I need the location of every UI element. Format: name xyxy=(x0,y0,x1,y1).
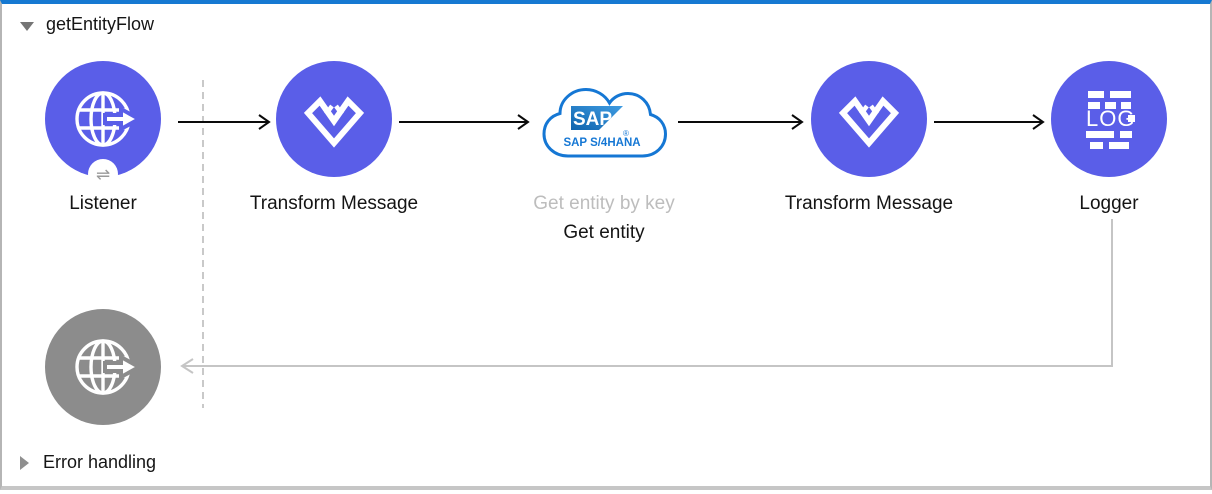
node-sap-s4hana-get-entity[interactable]: SAP ® SAP S/4HANA xyxy=(539,82,669,166)
log-icon: LOG xyxy=(1086,91,1135,149)
node-operation-sap: Get entity by key xyxy=(533,193,675,214)
node-label-transform-1: Transform Message xyxy=(249,193,419,214)
node-transform-message-2[interactable] xyxy=(811,61,927,177)
sap-logo-text: SAP xyxy=(573,109,612,130)
sap-cloud-icon: SAP ® SAP S/4HANA xyxy=(542,87,668,158)
node-label-transform-2: Transform Message xyxy=(784,193,954,214)
listener-exchange-badge: ⇌ xyxy=(88,159,118,189)
node-http-response[interactable] xyxy=(45,309,161,425)
node-http-listener[interactable] xyxy=(45,61,161,177)
error-handling-title: Error handling xyxy=(43,452,157,472)
log-icon-text: LOG xyxy=(1086,106,1135,131)
flow-header: getEntityFlow xyxy=(20,14,154,35)
node-label-listener: Listener xyxy=(69,193,137,214)
dataweave-icon xyxy=(838,96,900,148)
node-label-sap: Get entity xyxy=(563,222,645,243)
exchange-arrows-icon: ⇌ xyxy=(95,164,111,184)
flow-title: getEntityFlow xyxy=(46,14,155,34)
error-handling-header: Error handling xyxy=(20,452,156,473)
globe-arrow-icon xyxy=(75,91,143,147)
sap-registered-mark: ® xyxy=(623,129,629,138)
node-transform-message-1[interactable] xyxy=(276,61,392,177)
dataweave-icon xyxy=(303,96,365,148)
flow-connectors xyxy=(178,80,1113,408)
globe-arrow-icon xyxy=(75,339,143,395)
node-label-logger: Logger xyxy=(1079,193,1139,214)
sap-product-text: SAP S/4HANA xyxy=(563,137,640,149)
node-logger[interactable]: LOG xyxy=(1051,61,1167,177)
expand-error-handling-icon[interactable] xyxy=(20,455,29,470)
collapse-flow-icon[interactable] xyxy=(20,21,34,31)
